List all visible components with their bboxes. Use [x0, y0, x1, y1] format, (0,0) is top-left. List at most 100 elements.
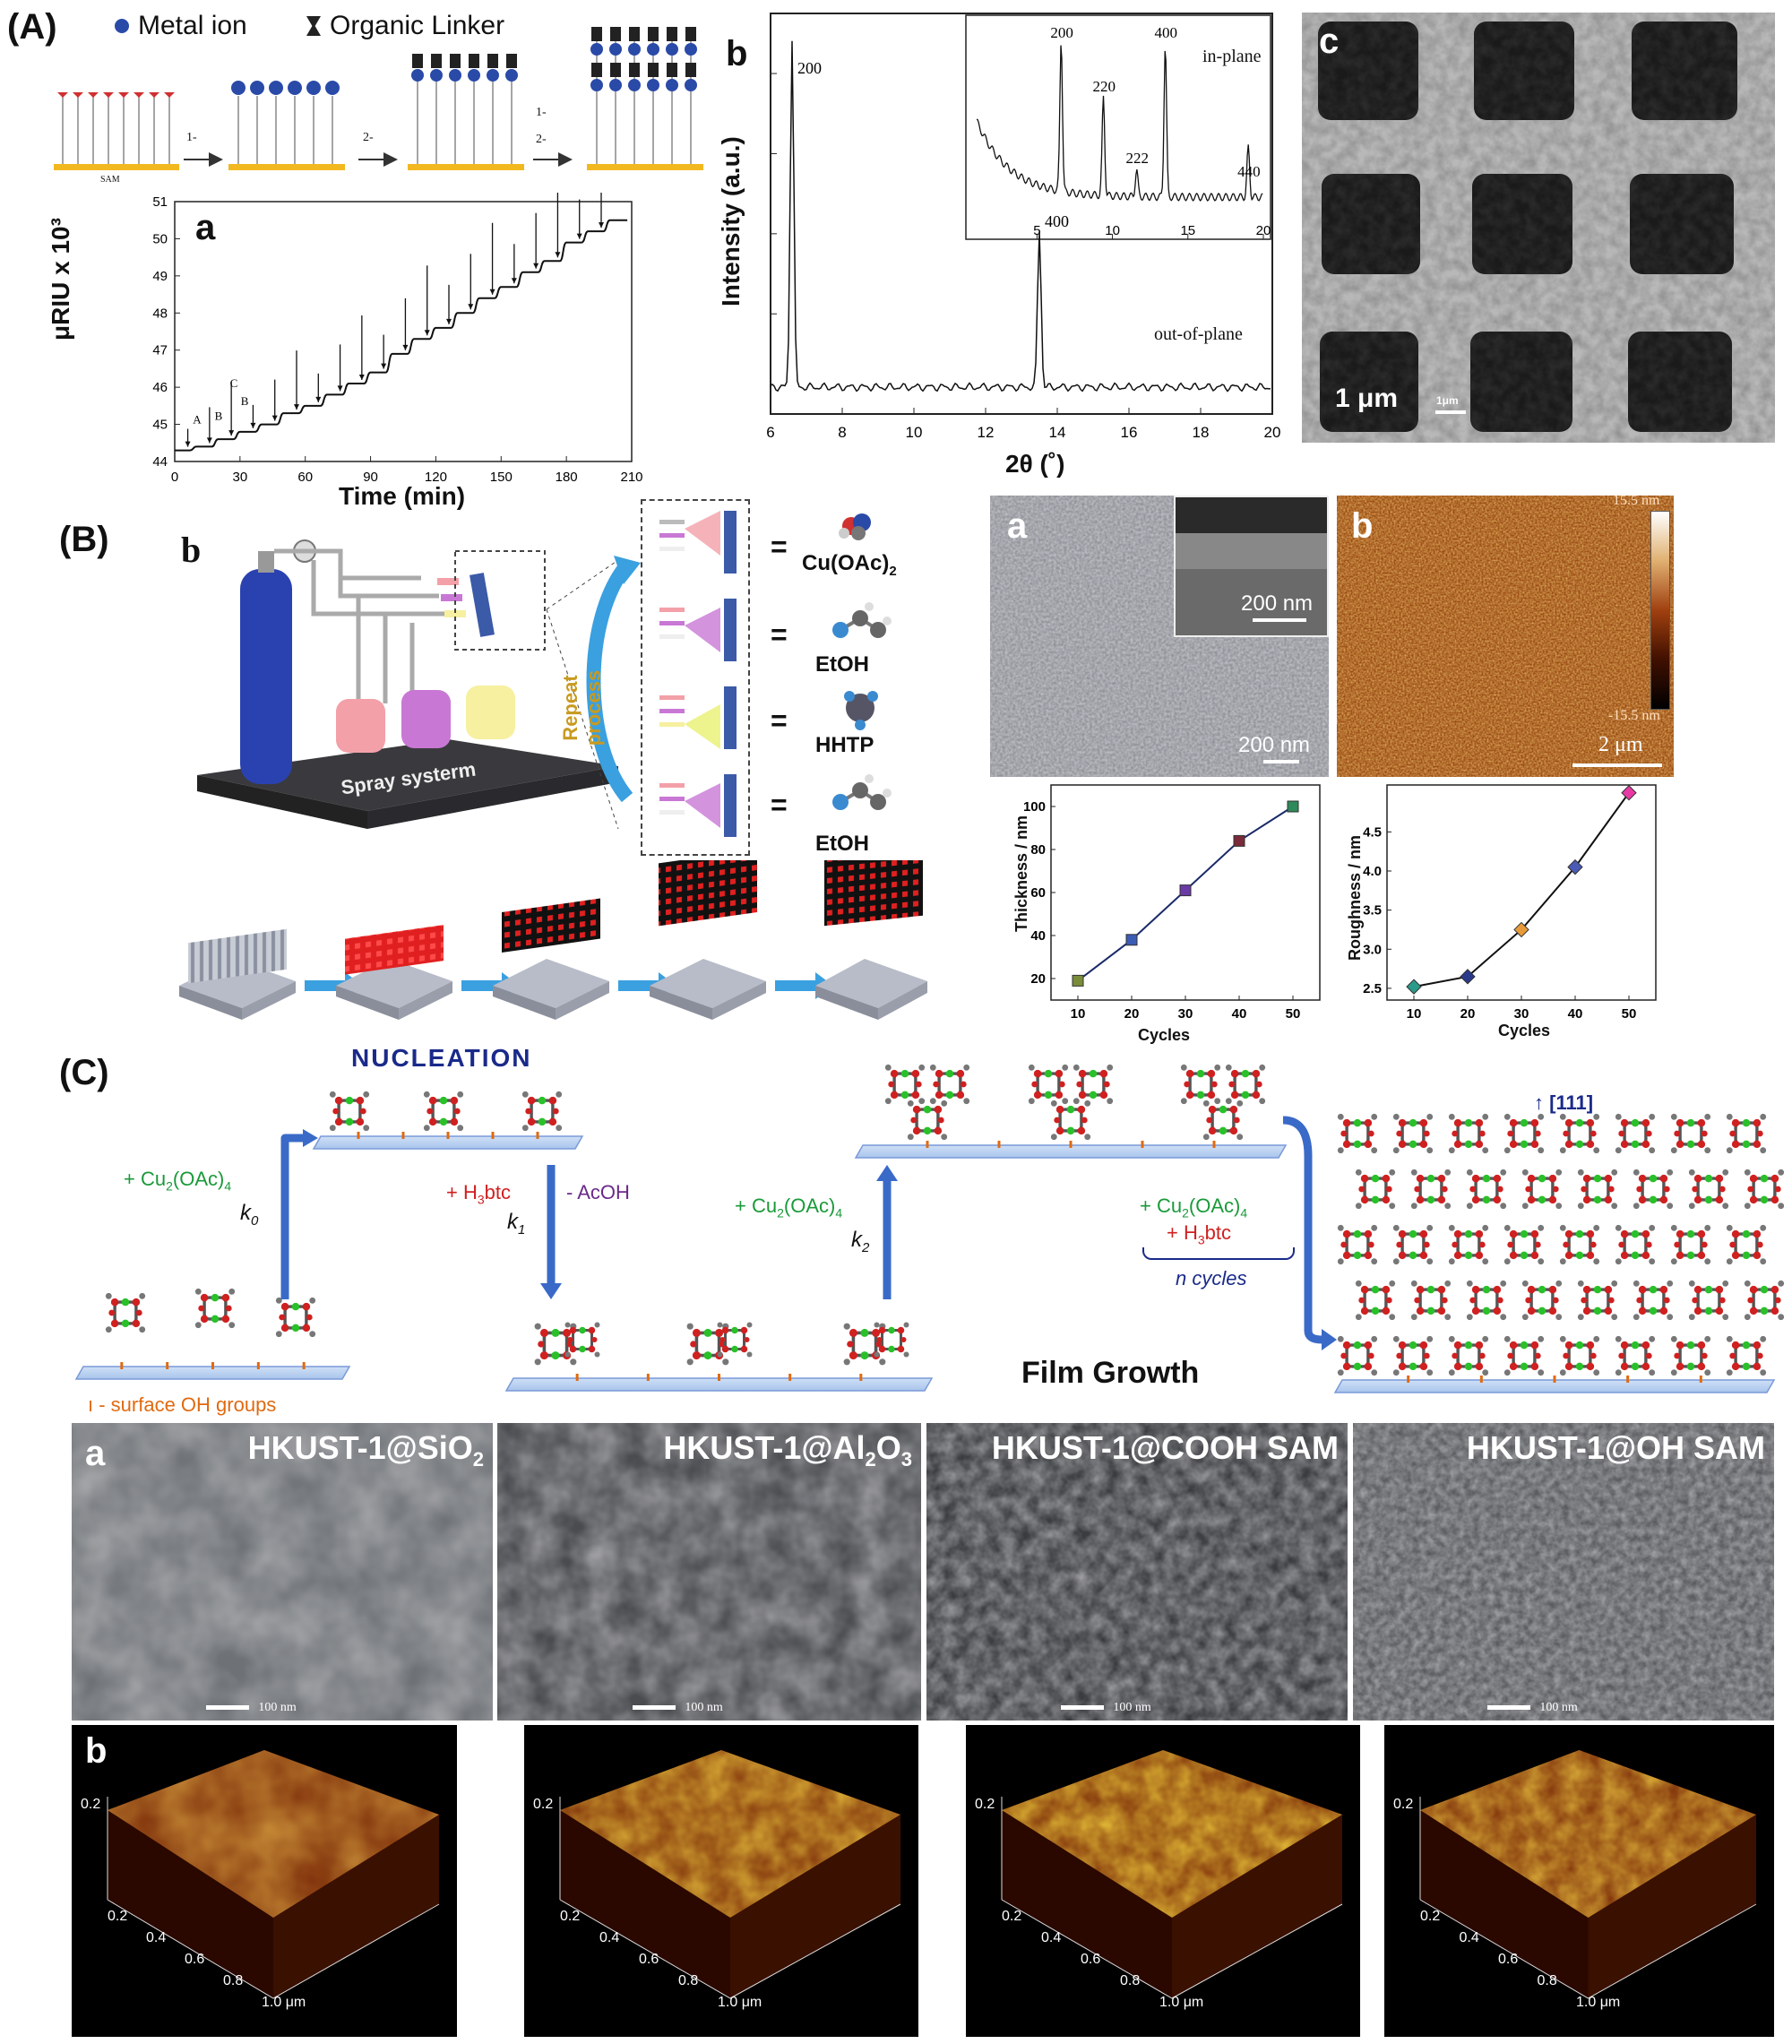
substrate-final [1333, 1379, 1776, 1393]
k1-label: k1 [507, 1210, 525, 1238]
spray-steps-illustration [659, 511, 737, 837]
spr-series-line [175, 219, 628, 452]
spr-xtick-label: 90 [363, 470, 378, 485]
spr-ytick-label: 48 [152, 306, 168, 321]
xrd-inset-xtick-label: 15 [1180, 223, 1195, 238]
mini-xtick-label: 50 [1622, 1006, 1637, 1022]
mini-ytick-label: 80 [1030, 842, 1046, 858]
lattice-unit [1688, 1169, 1729, 1210]
lattice-unit [1503, 1113, 1545, 1154]
xrd-inset-peak-label: 220 [1092, 78, 1116, 95]
spr-plot-frame [174, 201, 633, 462]
spr-xtick-label: 180 [556, 470, 578, 485]
cycle-reagent-1-sub: 2 [1182, 1205, 1189, 1220]
spr-ytick-label: 49 [152, 269, 168, 284]
lattice-unit [1466, 1280, 1507, 1321]
k1-reagent-sub: 3 [477, 1192, 485, 1207]
pillar-stage-1 [179, 928, 296, 1020]
sem-tile-scale-text: 100 nm [258, 1701, 297, 1714]
mini-point [1406, 979, 1422, 995]
cu-paddlewheel-nucleation-1 [423, 1091, 464, 1132]
sem-title-main2: O [875, 1429, 901, 1466]
mini-ytick-label: 4.0 [1363, 864, 1382, 879]
afm-scale-text: 2 μm [1598, 733, 1643, 756]
k2-reagent-sub: 2 [777, 1205, 784, 1220]
sem-title-main: HKUST-1@COOH SAM [991, 1429, 1339, 1466]
section-b-label: (B) [59, 520, 109, 559]
sem-title-main: HKUST-1@Al [663, 1429, 866, 1466]
afm-axis-tick: 0.2 [560, 1909, 581, 1924]
lattice-unit [1615, 1113, 1656, 1154]
afm-scale-bar [1572, 763, 1662, 767]
mini-ytick-label: 20 [1030, 971, 1046, 987]
lattice-unit [1559, 1335, 1600, 1376]
xrd-inset-xtick-label: 10 [1105, 223, 1120, 238]
pillar-stage-4 [650, 860, 766, 1020]
spr-injection-arrowhead [555, 252, 561, 258]
panel-a-a: a [195, 208, 216, 247]
lattice-unit [1503, 1335, 1545, 1376]
sem-tile-title-1: HKUST-1@Al2O3 [663, 1429, 912, 1471]
orientation-arrow-icon: ↑ [1534, 1091, 1544, 1114]
sam-stage-3 [408, 54, 524, 170]
spr-xtick-label: 120 [425, 470, 447, 485]
mini-ytick-label: 60 [1030, 885, 1046, 901]
mini-xtick-label: 20 [1124, 1006, 1140, 1022]
cu-linker-unit-2 [1180, 1064, 1221, 1105]
xrd-xtick-label: 14 [1049, 424, 1066, 441]
k1-sub: 1 [518, 1221, 526, 1238]
spr-xtick-label: 210 [620, 470, 642, 485]
sem-pattern-image [1302, 13, 1775, 443]
afm-3d-tile-1 [524, 1725, 918, 2037]
spr-injection-arrowhead [446, 318, 452, 324]
mini-point [1125, 934, 1138, 946]
lattice-unit [1670, 1113, 1711, 1154]
mini-point [1567, 858, 1583, 875]
cu-paddlewheel-nucleation-0 [329, 1091, 370, 1132]
sem-pattern-squares [1302, 13, 1775, 443]
afm-axis-tick: 0.2 [1002, 1909, 1022, 1924]
pillar-stage-2 [336, 925, 452, 1020]
xrd-xtick-label: 18 [1193, 424, 1210, 441]
lattice-unit [1577, 1280, 1618, 1321]
chem-etoh-1: EtOH [815, 652, 869, 677]
cycle-reagent-2: + H3btc [1167, 1221, 1231, 1246]
lattice-unit [1355, 1280, 1396, 1321]
afm-axis-tick: 1.0 μm [1576, 1995, 1621, 2010]
sem-tile-scale-text: 100 nm [685, 1701, 723, 1714]
cu-paddlewheel-initial-2 [275, 1297, 316, 1338]
spr-xtick-label: 150 [490, 470, 513, 485]
k2-reagent-sub2: 4 [835, 1205, 843, 1220]
lattice-unit [1615, 1335, 1656, 1376]
sem-title-sub: 2 [472, 1448, 484, 1471]
mini-point [1513, 921, 1529, 938]
orientation-label: ↑ [111] [1534, 1091, 1593, 1115]
afm-axis-tick: 0.8 [678, 1973, 699, 1988]
cu-paddlewheel-nucleation-2 [521, 1091, 563, 1132]
mini-xtick-label: 40 [1568, 1006, 1583, 1022]
sem-tile-scale-bar [206, 1705, 250, 1710]
xrd-in-plane-line [976, 45, 1263, 202]
roughness-ylabel: Roughness / nm [1346, 834, 1364, 961]
pillar-growth-sequence [179, 860, 927, 1020]
panel-a-c: c [1319, 22, 1340, 61]
step-etoh-1 [659, 599, 737, 661]
spr-injection-arrowhead [468, 304, 474, 310]
spr-xlabel: Time (min) [339, 482, 466, 510]
step-repeat-1-label: 1- [536, 106, 547, 119]
lattice-unit [1337, 1113, 1378, 1154]
sem-tile-scale-bar [1061, 1705, 1105, 1710]
mini-point [1179, 884, 1192, 897]
xrd-xtick-label: 10 [906, 424, 923, 441]
xrd-inset-peak-label: 440 [1237, 163, 1261, 180]
xrd-inset-peak-label: 222 [1126, 150, 1150, 167]
mini-point [1460, 969, 1476, 985]
k1-reagent: + H3btc [446, 1181, 511, 1206]
spr-injection-arrowhead [533, 263, 539, 269]
xrd-plot-frame [770, 13, 1273, 415]
lattice-unit [1355, 1169, 1396, 1210]
afm-axis-tick: 0.8 [1120, 1973, 1141, 1988]
spr-injection-arrowhead [337, 385, 343, 392]
spr-annotation: C [230, 376, 238, 390]
